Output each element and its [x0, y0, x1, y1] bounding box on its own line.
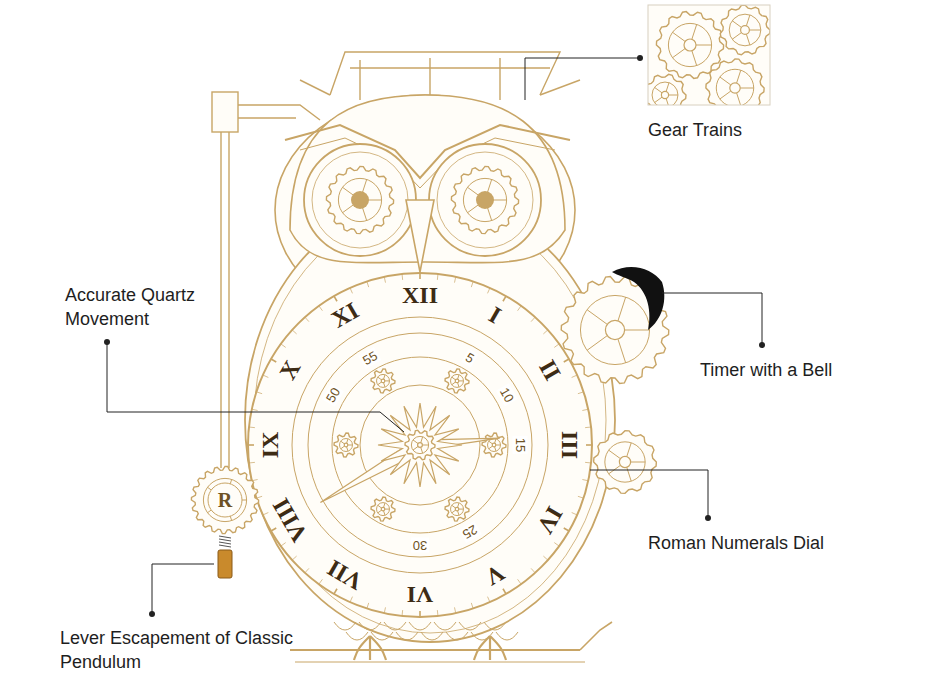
dial-gear [482, 433, 506, 457]
eye-gear [326, 166, 393, 233]
pendulum-rod [220, 132, 221, 468]
ear-tuft [300, 80, 330, 95]
dial-gear [371, 369, 395, 393]
leader-dot [705, 515, 711, 521]
leader-line [662, 293, 762, 345]
inset-frame [648, 5, 770, 105]
feather-scale [334, 622, 356, 630]
feather-scale [496, 632, 518, 640]
dial-gear [371, 497, 395, 521]
feather-scale [396, 632, 418, 640]
dial-gear [445, 369, 469, 393]
feather-scale [421, 632, 443, 640]
feather-scale [434, 622, 456, 630]
leader-dot [149, 611, 155, 617]
dial-gear [445, 497, 469, 521]
callout-label: Timer with a Bell [700, 358, 910, 382]
leader-dot [104, 339, 110, 345]
inset-gear [648, 74, 686, 105]
pendulum-spring [219, 536, 231, 538]
eye-gear [451, 166, 518, 233]
minute-number: 15 [513, 436, 528, 454]
hour-numeral: III [558, 431, 582, 459]
escapement-wheel [191, 466, 258, 533]
pendulum-arm [238, 117, 296, 118]
pendulum-spring [219, 539, 231, 541]
dial-gear [334, 433, 358, 457]
owl-eye [304, 144, 416, 256]
top-post [499, 58, 500, 100]
top-post [429, 58, 430, 100]
callout-label: Accurate Quartz Movement [65, 283, 255, 331]
feather-scale [346, 632, 368, 640]
pendulum-arm [238, 105, 320, 120]
hour-numeral: IX [258, 432, 282, 459]
leader-line [525, 58, 640, 100]
pendulum-spring [219, 542, 231, 544]
inset-gear [706, 59, 764, 105]
timer-bell [612, 267, 664, 330]
owl-eye [429, 144, 541, 256]
branch [295, 662, 585, 663]
feather-scale [459, 622, 481, 630]
feather-scale [446, 632, 468, 640]
branch [290, 649, 580, 651]
center-star [378, 403, 462, 487]
callout-label: Gear Trains [648, 118, 848, 142]
top-post [359, 60, 360, 100]
leader-dot [637, 55, 643, 61]
leader-line [152, 564, 214, 614]
hour-numeral: VI [407, 583, 434, 607]
owl-beak [406, 200, 434, 272]
side-gear [594, 431, 657, 494]
callout-label: Roman Numerals Dial [648, 531, 908, 555]
leader-line [590, 470, 708, 518]
brand-logo: R [218, 490, 232, 510]
pendulum-rod [228, 132, 229, 468]
minute-number: 30 [411, 538, 429, 553]
leader-dot [759, 342, 765, 348]
roman-dial [248, 273, 592, 617]
callout-label: Lever Escapement of Classic Pendulum [60, 626, 295, 674]
branch-twig [580, 622, 612, 650]
owl-foot [474, 636, 506, 660]
leader-line [107, 342, 404, 432]
gear-trains-inset [648, 5, 770, 105]
top-bar [350, 67, 550, 68]
feather-scale [409, 622, 431, 630]
feather-scale [484, 622, 506, 630]
inset-gear [720, 5, 770, 55]
hour-numeral: XII [402, 283, 438, 307]
owl-foot [354, 636, 386, 660]
ear-tuft [540, 80, 580, 95]
pendulum-spring [219, 545, 231, 547]
center-gear [405, 430, 435, 460]
feather-scale [384, 622, 406, 630]
owl-clock [191, 52, 668, 662]
owl-body [245, 198, 615, 642]
pendulum [191, 92, 320, 578]
inset-gear [656, 12, 723, 79]
feather-scale [359, 622, 381, 630]
